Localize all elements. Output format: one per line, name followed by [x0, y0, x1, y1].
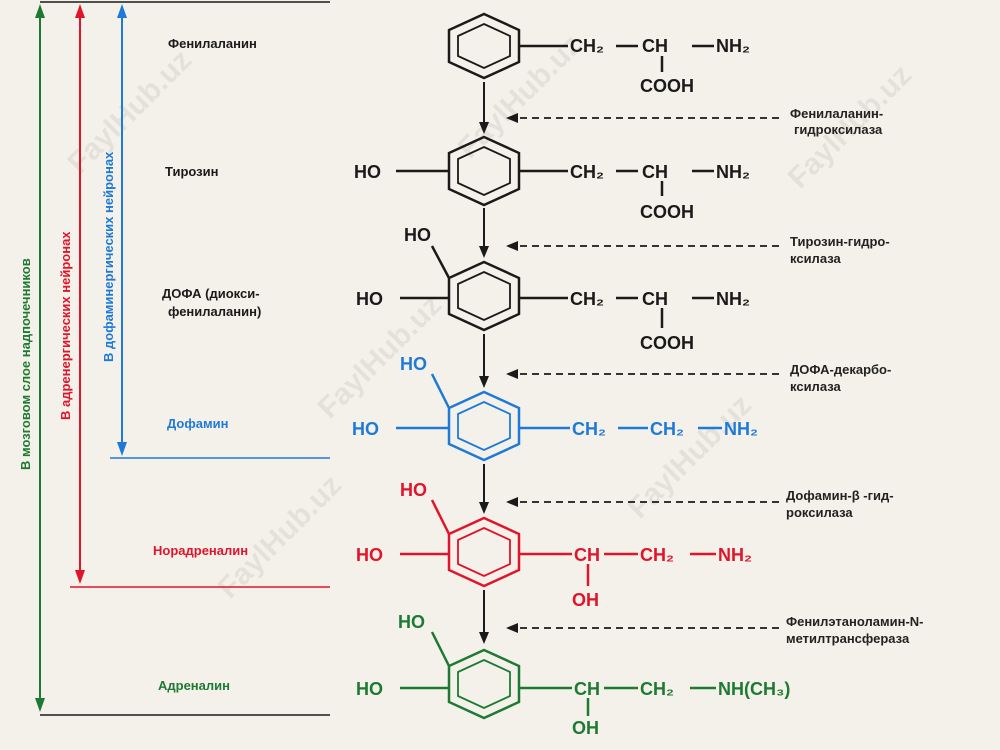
group-ch2: CH₂	[570, 162, 604, 182]
group-ch: CH	[574, 545, 600, 565]
group-ch: CH	[642, 162, 668, 182]
group-ho: HO	[400, 480, 427, 500]
group-cooh: COOH	[640, 333, 694, 353]
group-ch: CH	[642, 289, 668, 309]
enzyme-label-pnmt: метилтрансфераза	[786, 631, 910, 646]
enzyme-label-dopamine-beta-hydroxylase: роксилаза	[786, 505, 853, 520]
compound-name-dopamine: Дофамин	[167, 416, 228, 431]
group-ho: HO	[400, 354, 427, 374]
bracket-label-adrenergic: В адренергических нейронах	[58, 231, 73, 420]
group-ho: HO	[398, 612, 425, 632]
enzyme-label-dopa-decarboxylase: ксилаза	[790, 379, 841, 394]
group-nh2: NH₂	[724, 419, 758, 439]
group-ho: HO	[352, 419, 379, 439]
group-ch2: CH₂	[640, 545, 674, 565]
group-ch2: CH₂	[570, 289, 604, 309]
structure-dopamine	[396, 373, 722, 462]
group-cooh: COOH	[640, 202, 694, 222]
bracket-adrenal-medulla: В мозговом слое надпочечников	[18, 4, 45, 712]
group-ho: HO	[356, 289, 383, 309]
group-ch2: CH₂	[640, 679, 674, 699]
enzyme-label-phenylalanine-hydroxylase: Фенилаланин-	[790, 106, 883, 121]
watermark: FaylHub.uz	[622, 388, 758, 524]
bracket-label-dopaminergic: В дофаминергических нейронах	[101, 151, 116, 362]
bracket-adrenergic: В адренергических нейронах	[58, 4, 85, 584]
enzyme-label-phenylalanine-hydroxylase: гидроксилаза	[794, 122, 883, 137]
group-nh2: NH₂	[716, 289, 750, 309]
group-ho: HO	[404, 225, 431, 245]
structure-dopa	[400, 245, 714, 332]
watermark: FaylHub.uz	[62, 43, 198, 179]
compound-name-phenylalanine: Фенилаланин	[168, 36, 257, 51]
group-nh2: NH₂	[716, 36, 750, 56]
group-ch2: CH₂	[570, 36, 604, 56]
group-oh: OH	[572, 718, 599, 738]
group-oh: OH	[572, 590, 599, 610]
enzyme-label-tyrosine-hydroxylase: ксилаза	[790, 251, 841, 266]
enzyme-label-dopa-decarboxylase: ДОФА-декарбо-	[790, 362, 891, 377]
bracket-label-adrenal-medulla: В мозговом слое надпочечников	[18, 258, 33, 470]
group-ch2: CH₂	[650, 419, 684, 439]
group-nh2: NH₂	[718, 545, 752, 565]
bracket-dopaminergic: В дофаминергических нейронах	[101, 4, 127, 456]
group-ch2: CH₂	[572, 419, 606, 439]
structure-tyrosine	[396, 135, 714, 207]
compound-name-adrenaline: Адреналин	[158, 678, 230, 693]
group-ho: HO	[354, 162, 381, 182]
group-cooh: COOH	[640, 76, 694, 96]
reaction-arrows	[479, 82, 489, 644]
group-nh2: NH₂	[716, 162, 750, 182]
enzyme-label-tyrosine-hydroxylase: Тирозин-гидро-	[790, 234, 890, 249]
watermark: FaylHub.uz	[212, 468, 348, 604]
structure-phenylalanine	[447, 12, 714, 80]
group-ho: HO	[356, 679, 383, 699]
group-ch: CH	[642, 36, 668, 56]
group-ch: CH	[574, 679, 600, 699]
enzyme-arrows	[506, 113, 784, 633]
enzyme-label-pnmt: Фенилэтаноламин-N-	[786, 614, 924, 629]
compound-name-dopa-line2: фенилаланин)	[168, 304, 261, 319]
group-nhch3: NH(CH₃)	[718, 679, 790, 699]
compound-name-tyrosine: Тирозин	[165, 164, 218, 179]
structure-noradrenaline	[400, 499, 716, 588]
group-ho: HO	[356, 545, 383, 565]
compound-name-dopa-line1: ДОФА (диокси-	[162, 286, 260, 301]
enzyme-label-dopamine-beta-hydroxylase: Дофамин-β -гид-	[786, 488, 894, 503]
compound-name-noradrenaline: Норадреналин	[153, 543, 248, 558]
structure-adrenaline	[400, 631, 716, 720]
